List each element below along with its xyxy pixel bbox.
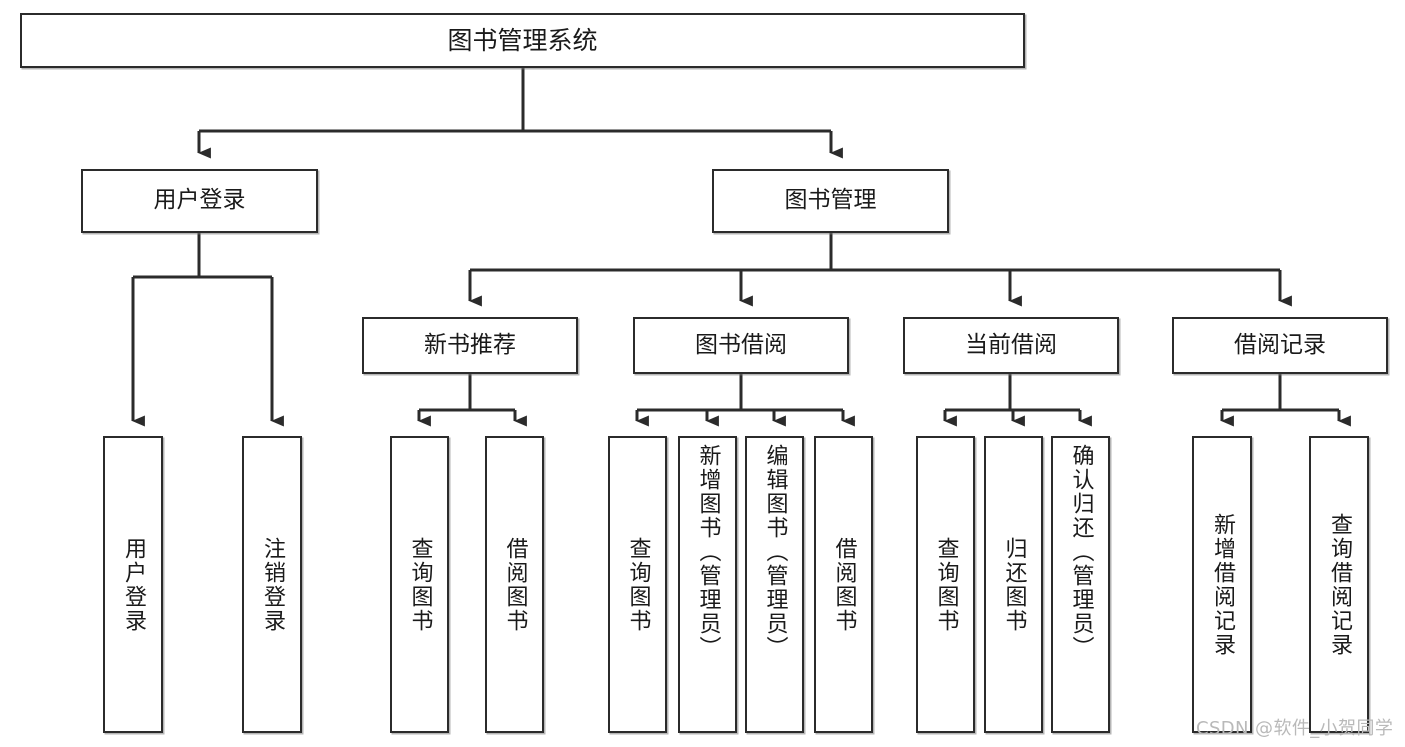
- node-leaf-borrow-book-2[interactable]: 借阅图书: [814, 436, 873, 733]
- node-user-login[interactable]: 用户登录: [81, 169, 318, 233]
- node-label-leaf-add-book: 新增图书（管理员）: [695, 444, 721, 660]
- node-label-leaf-add-record: 新增借阅记录: [1210, 512, 1235, 657]
- node-label-leaf-borrow-book-2: 借阅图书: [831, 536, 857, 633]
- node-leaf-query-record[interactable]: 查询借阅记录: [1309, 436, 1369, 733]
- node-book-borrow[interactable]: 图书借阅: [633, 317, 849, 374]
- node-root-book-management-system[interactable]: 图书管理系统: [20, 13, 1025, 68]
- node-label-book-management: 图书管理: [784, 187, 877, 214]
- node-leaf-add-record[interactable]: 新增借阅记录: [1192, 436, 1252, 733]
- node-label-leaf-edit-book: 编辑图书（管理员）: [762, 444, 788, 660]
- node-label-leaf-query-record: 查询借阅记录: [1327, 512, 1352, 657]
- node-label-leaf-confirm-return: 确认归还（管理员）: [1068, 444, 1094, 660]
- node-leaf-logout-login[interactable]: 注销登录: [242, 436, 302, 733]
- node-book-management[interactable]: 图书管理: [712, 169, 949, 233]
- node-leaf-query-book-3[interactable]: 查询图书: [916, 436, 975, 733]
- node-label-leaf-user-login: 用户登录: [121, 536, 146, 633]
- node-current-borrow[interactable]: 当前借阅: [903, 317, 1119, 374]
- node-leaf-query-book-1[interactable]: 查询图书: [390, 436, 449, 733]
- node-label-leaf-query-book-2: 查询图书: [625, 536, 651, 633]
- node-leaf-query-book-2[interactable]: 查询图书: [608, 436, 667, 733]
- node-label-leaf-borrow-book-1: 借阅图书: [502, 536, 528, 633]
- csdn-watermark: CSDN @软件_小贺同学: [1196, 718, 1394, 739]
- node-label-current-borrow: 当前借阅: [965, 331, 1057, 358]
- node-leaf-return-book[interactable]: 归还图书: [984, 436, 1043, 733]
- node-leaf-confirm-return[interactable]: 确认归还（管理员）: [1051, 436, 1110, 733]
- node-leaf-add-book[interactable]: 新增图书（管理员）: [678, 436, 737, 733]
- node-label-borrow-record: 借阅记录: [1234, 331, 1326, 358]
- node-leaf-borrow-book-1[interactable]: 借阅图书: [485, 436, 544, 733]
- node-label-new-book-recommend: 新书推荐: [424, 331, 516, 358]
- node-label-leaf-query-book-1: 查询图书: [407, 536, 433, 633]
- node-label-book-borrow: 图书借阅: [695, 331, 787, 358]
- node-leaf-user-login[interactable]: 用户登录: [103, 436, 163, 733]
- node-new-book-recommend[interactable]: 新书推荐: [362, 317, 578, 374]
- node-label-root: 图书管理系统: [447, 25, 598, 55]
- node-label-leaf-query-book-3: 查询图书: [933, 536, 959, 633]
- node-leaf-edit-book[interactable]: 编辑图书（管理员）: [745, 436, 804, 733]
- node-label-leaf-return-book: 归还图书: [1001, 536, 1027, 633]
- node-borrow-record[interactable]: 借阅记录: [1172, 317, 1388, 374]
- node-label-leaf-logout-login: 注销登录: [260, 536, 285, 633]
- node-label-user-login: 用户登录: [153, 187, 246, 214]
